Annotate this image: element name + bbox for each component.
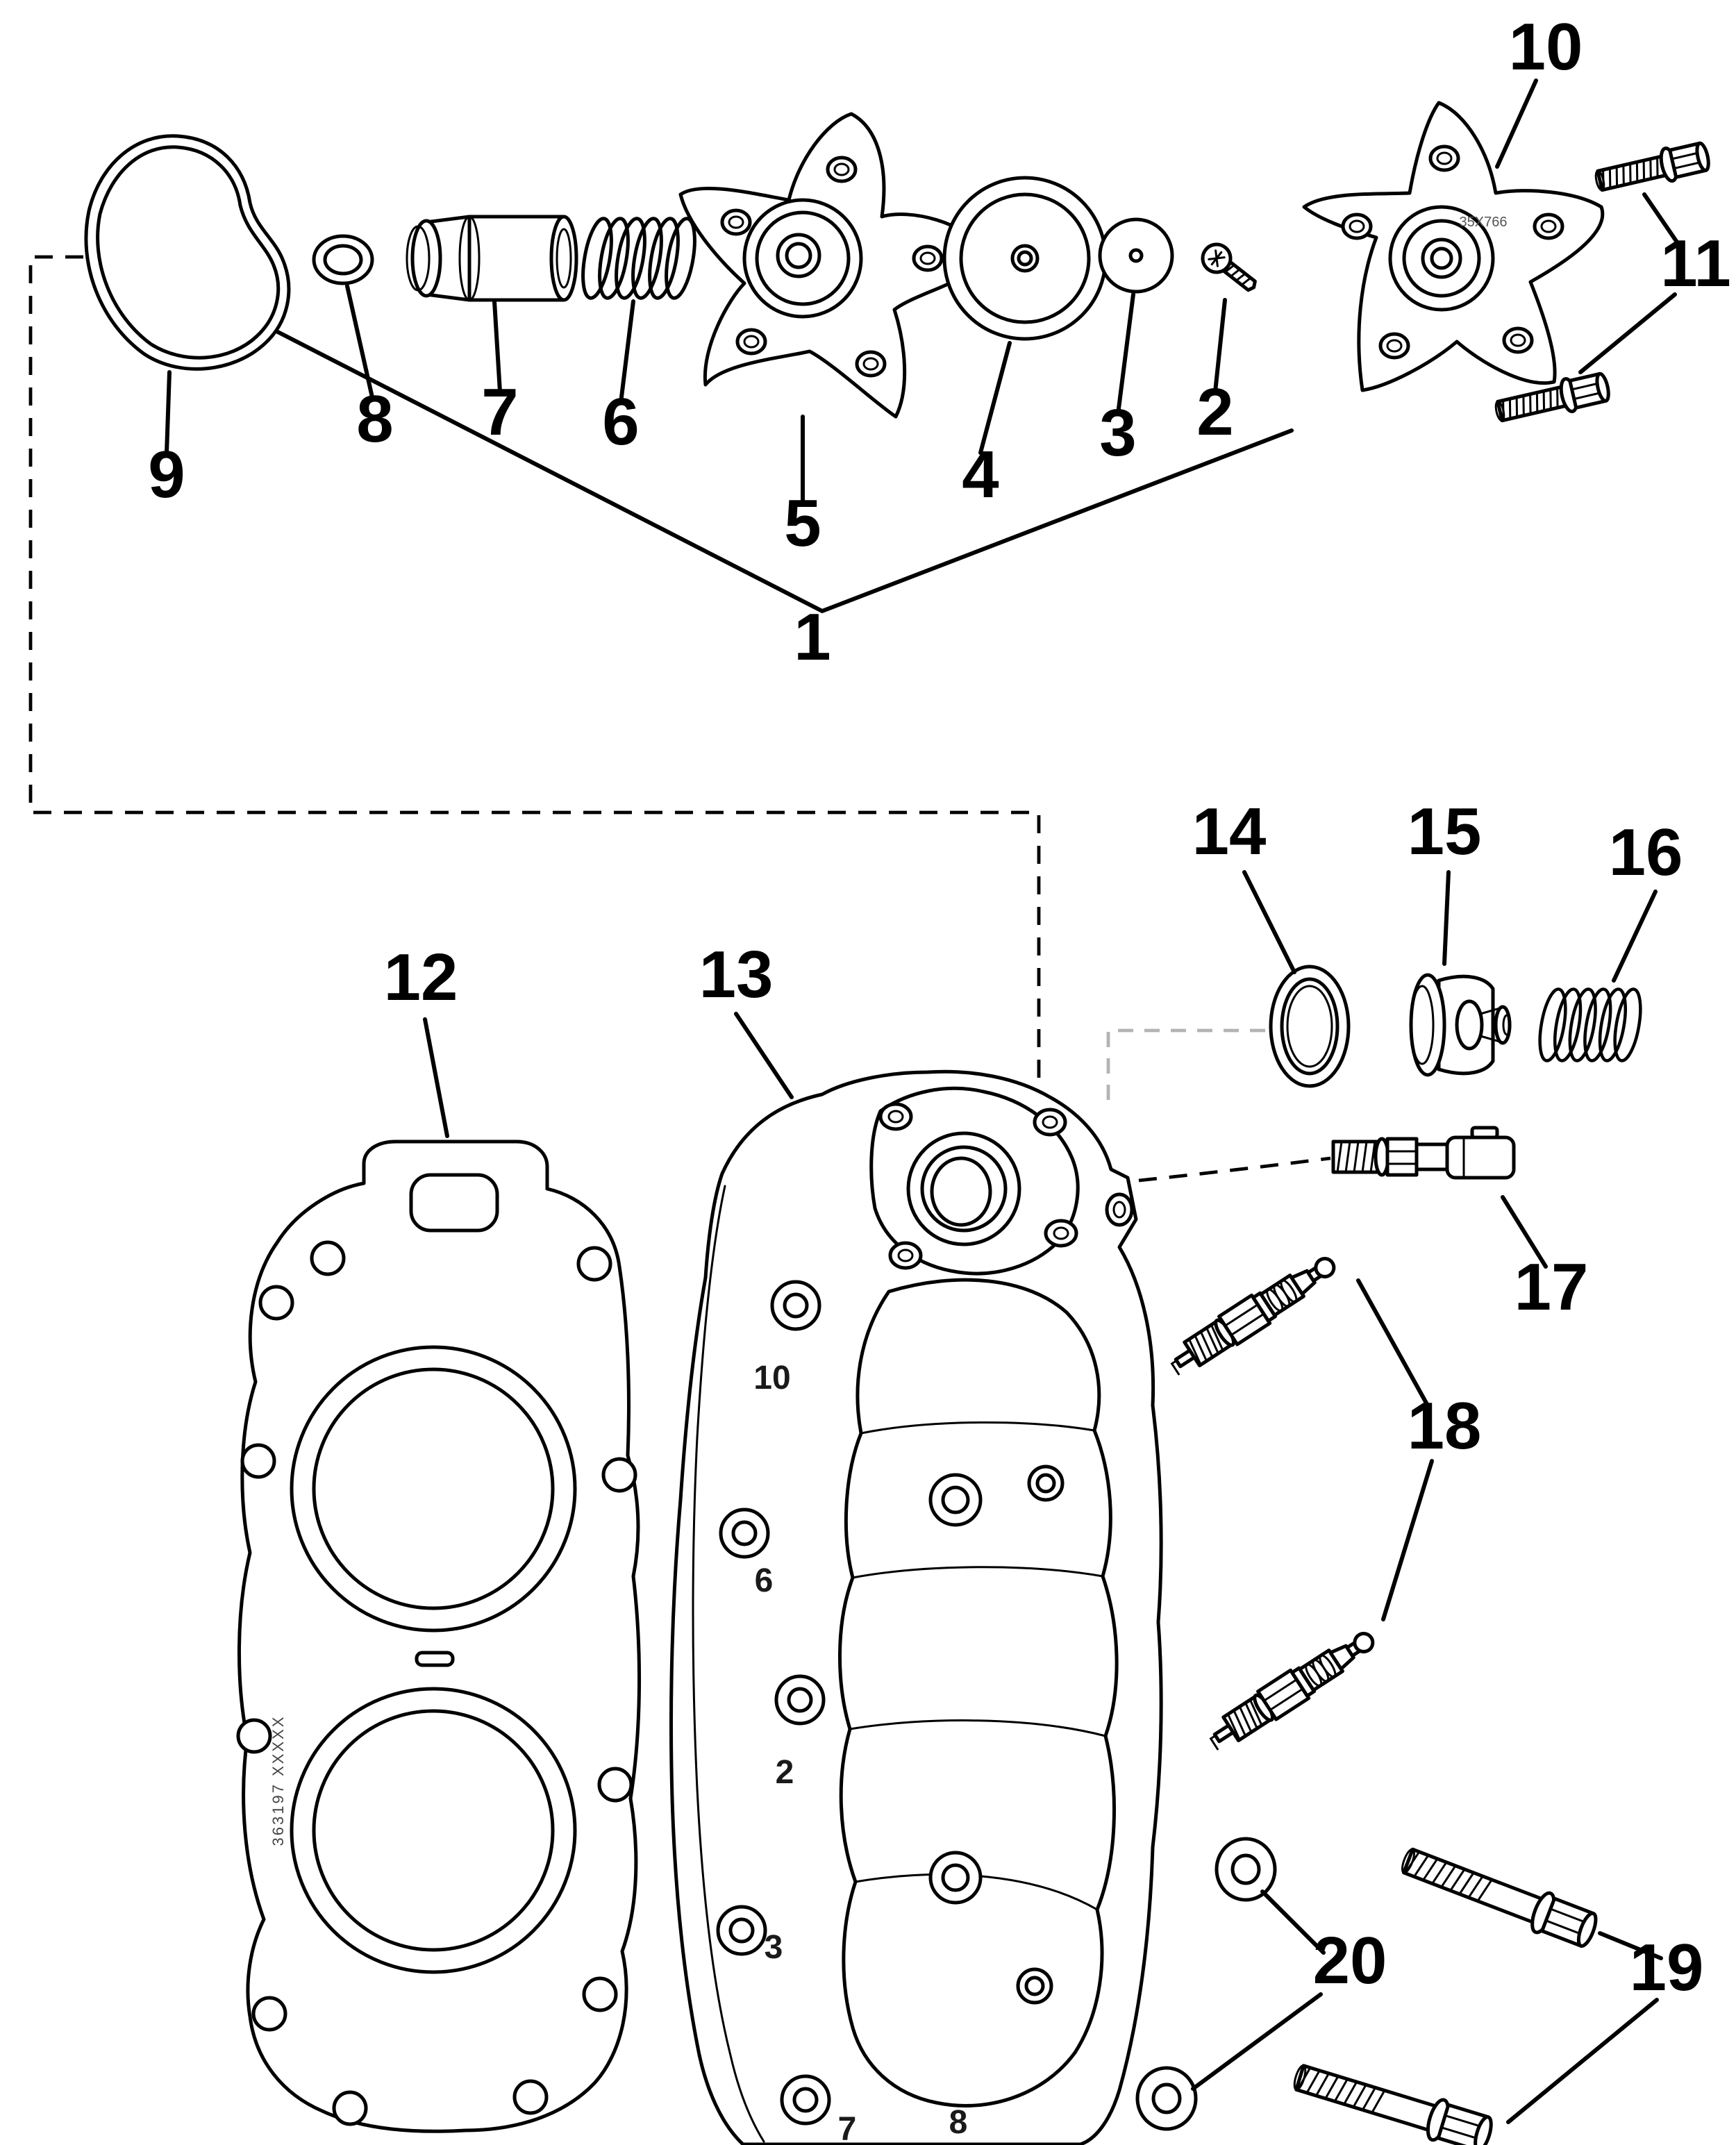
callout-8: 8 <box>356 382 393 456</box>
leader-line-2 <box>1213 298 1227 394</box>
group-bracket-1 <box>276 330 1294 613</box>
part-17-temperature-sensor <box>1331 1126 1516 1180</box>
part-20-washers <box>1137 1839 1275 2129</box>
spark-plug <box>1203 1624 1380 1755</box>
leader-lines <box>165 78 1683 2124</box>
part-12-head-gasket: 363197 XXXXX <box>236 1140 642 2133</box>
part-13-cylinder-head: 10 6 2 3 7 8 <box>669 1069 1163 2145</box>
leader-line-20b <box>1191 1992 1323 2091</box>
part-10-outer-cover: 35X766 <box>1302 101 1605 392</box>
leader-line-20a <box>1260 1889 1326 1955</box>
leader-line-12 <box>423 1017 449 1138</box>
leader-line-18a <box>1356 1278 1430 1408</box>
callout-9: 9 <box>148 437 185 512</box>
callout-13: 13 <box>699 937 774 1012</box>
part-14-thermostat-seal <box>1269 965 1351 1088</box>
part-6-spring <box>578 217 700 300</box>
flange-bolt <box>1593 140 1712 198</box>
leader-line-18b <box>1381 1459 1434 1621</box>
callout-1: 1 <box>794 600 831 674</box>
part-15-thermostat <box>1409 973 1512 1077</box>
reference-dash-line-sensor <box>1138 1156 1331 1183</box>
callout-17: 17 <box>1514 1250 1589 1324</box>
callout-4: 4 <box>962 437 999 512</box>
leader-line-10 <box>1495 78 1538 169</box>
leader-line-8 <box>345 284 374 399</box>
callout-16: 16 <box>1609 815 1683 890</box>
callout-19: 19 <box>1630 1930 1704 2005</box>
head-casting-mark: 7 <box>838 2111 857 2145</box>
callout-2: 2 <box>1196 375 1233 449</box>
part-7-valve-piston <box>406 215 578 302</box>
callout-10: 10 <box>1509 10 1583 84</box>
part-18-spark-plugs <box>1165 1249 1380 1755</box>
leader-line-9 <box>165 370 172 455</box>
callout-14: 14 <box>1192 794 1267 869</box>
leader-line-14 <box>1242 870 1296 974</box>
callout-18: 18 <box>1408 1389 1482 1463</box>
part-5-housing-cover <box>678 112 985 419</box>
head-casting-mark: 8 <box>949 2104 968 2141</box>
spark-plug <box>1165 1249 1342 1380</box>
part-9-seal-ring <box>84 134 291 371</box>
reference-dash-line-left <box>28 255 1041 1219</box>
head-casting-mark: 3 <box>765 1929 783 1966</box>
flat-washer <box>1217 1839 1275 1900</box>
part-8-o-ring <box>312 234 374 285</box>
part-4-diaphragm <box>942 176 1108 341</box>
leader-line-11a <box>1642 192 1683 249</box>
callout-12: 12 <box>384 940 458 1015</box>
flange-bolt <box>1397 1840 1601 1951</box>
cover-part-number: 35X766 <box>1460 215 1508 230</box>
head-casting-mark: 2 <box>776 1754 794 1791</box>
leader-line-19a <box>1598 1931 1663 1960</box>
leader-line-17 <box>1501 1195 1548 1269</box>
leader-line-19b <box>1506 1998 1659 2124</box>
leader-line-4 <box>978 341 1012 455</box>
leader-line-6 <box>619 299 635 405</box>
callout-3: 3 <box>1099 396 1136 470</box>
part-16-thermostat-spring <box>1535 987 1645 1062</box>
callout-11: 11 <box>1660 226 1730 301</box>
callout-7: 7 <box>481 375 518 449</box>
leader-line-16 <box>1612 890 1658 983</box>
head-casting-mark: 6 <box>755 1562 774 1599</box>
leader-line-11b <box>1578 292 1677 374</box>
leader-line-7 <box>492 299 502 394</box>
callout-15: 15 <box>1408 794 1482 869</box>
part-2-screw <box>1201 242 1257 292</box>
flange-bolt <box>1290 2057 1495 2145</box>
callout-6: 6 <box>602 385 639 459</box>
flat-washer <box>1137 2068 1196 2129</box>
leader-line-3 <box>1116 292 1135 416</box>
callout-20: 20 <box>1313 1923 1387 1998</box>
reference-dash-line-thermostat <box>1106 1028 1267 1100</box>
head-casting-mark: 10 <box>753 1360 790 1396</box>
leader-line-15 <box>1442 870 1451 966</box>
callout-numbers: 1 2 3 4 5 6 7 8 9 10 11 12 13 14 15 16 1… <box>148 10 1730 2005</box>
part-3-disc <box>1098 217 1174 294</box>
leader-line-13 <box>734 1012 794 1099</box>
callout-5: 5 <box>784 486 821 560</box>
gasket-part-number: 363197 XXXXX <box>269 1715 287 1846</box>
